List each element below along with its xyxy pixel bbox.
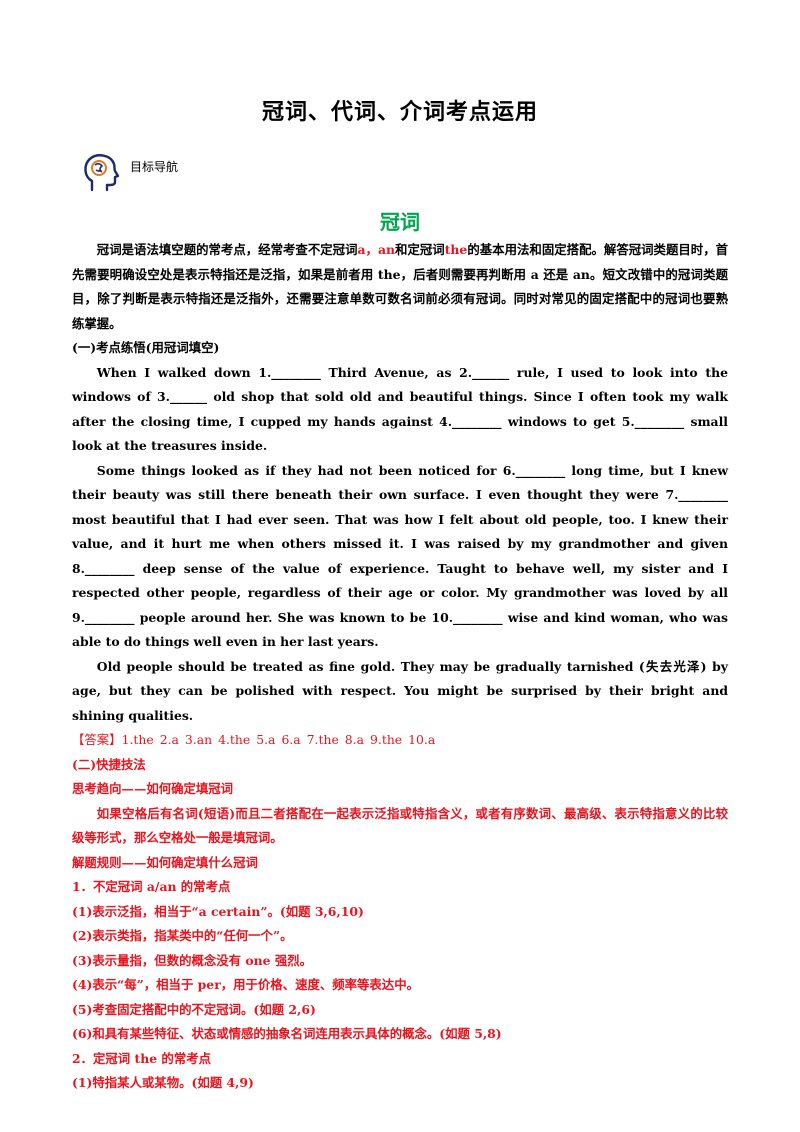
passage-paragraph: When I walked down 1.________ Third Aven…	[72, 364, 728, 454]
answer-label: 【答案】	[72, 732, 122, 747]
part2-heading: (二)快捷技法	[72, 756, 146, 772]
part1-heading: (一)考点练悟(用冠词填空)	[72, 340, 220, 355]
rules-b-heading: 2．定冠词 the 的常考点	[72, 1050, 211, 1066]
rule-item: (3)表示量指，但数的概念没有 one 强烈。	[72, 952, 312, 968]
rule-item: (2)表示类指，指某类中的“任何一个”。	[72, 928, 293, 943]
rule-item: (5)考查固定搭配中的不定冠词。(如题 2,6)	[72, 1001, 316, 1017]
highlight-the: the	[444, 242, 468, 257]
rule-item: (1)特指某人或某物。(如题 4,9)	[72, 1075, 254, 1090]
rule-item: (6)和具有某些特征、状态或情感的抽象名词连用表示具体的概念。(如题 5,8)	[72, 1026, 502, 1041]
page-title: 冠词、代词、介词考点运用	[261, 99, 538, 125]
nav-label: 目标导航	[130, 160, 179, 174]
rules-a-heading: 1．不定冠词 a/an 的常考点	[72, 879, 231, 894]
head-brain-icon	[84, 154, 120, 192]
passage-paragraph: Old people should be treated as fine gol…	[72, 658, 728, 723]
target-navigation: 目标导航	[78, 150, 178, 194]
rule-item: (1)表示泛指，相当于“a certain”。(如题 3,6,10)	[72, 903, 364, 919]
think-heading: 思考趋向——如何确定填冠词	[72, 781, 234, 796]
intro-paragraph: 冠词是语法填空题的常考点，经常考查不定冠词a，an和定冠词the的基本用法和固定…	[72, 242, 729, 331]
section-title: 冠词	[380, 210, 420, 234]
document-body: 冠词是语法填空题的常考点，经常考查不定冠词a，an和定冠词the的基本用法和固定…	[72, 238, 728, 1096]
passage-paragraph: Some things looked as if they had not be…	[72, 462, 728, 650]
highlight-a-an: a，an	[357, 242, 396, 257]
rule-item: (4)表示“每”，相当于 per，用于价格、速度、频率等表达中。	[72, 977, 419, 992]
think-text: 如果空格后有名词(短语)而且二者搭配在一起表示泛指或特指含义，或者有序数词、最高…	[72, 805, 728, 846]
rule-heading: 解题规则——如何确定填什么冠词	[72, 854, 258, 870]
